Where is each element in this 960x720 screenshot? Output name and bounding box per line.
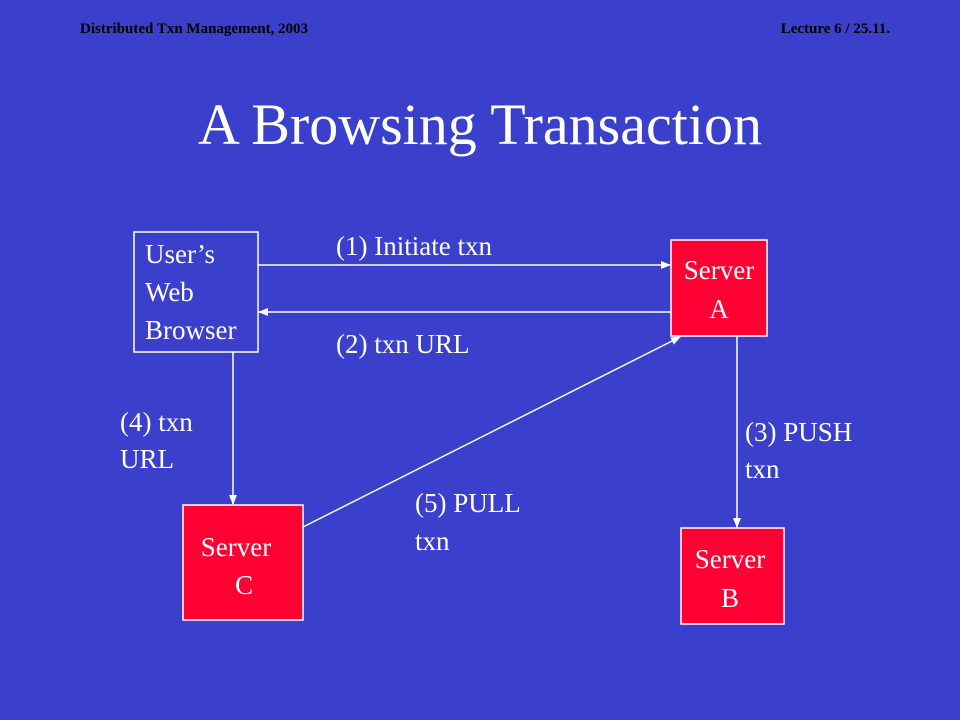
edge-push-label-2: txn [745,454,780,484]
edge-pull-label-1: (5) PULL [415,488,521,518]
node-server-a-line-1: Server [684,255,754,285]
node-server-c: Server C [182,504,304,621]
node-browser-line-1: User’s [145,239,215,269]
node-server-b: Server B [680,527,785,625]
node-browser-box [133,231,259,353]
node-browser-line-2: Web [145,277,194,307]
edge-initiate-label: (1) Initiate txn [336,231,492,261]
edge-txn-url-back-label: (2) txn URL [336,329,469,359]
node-browser-line-3: Browser [145,315,236,345]
node-server-a: Server A [670,239,768,337]
header-course: Distributed Txn Management, 2003 [80,21,309,37]
node-server-c-line-1: Server [201,532,271,562]
edge-pull-label-2: txn [415,526,450,556]
node-server-a-box [670,239,768,337]
node-server-b-line-2: B [721,583,739,613]
node-server-b-line-1: Server [695,544,765,574]
edge-txn-url-fwd-label-1: (4) txn [120,407,193,437]
header-lecture: Lecture 6 / 25.11. [780,21,890,37]
edge-txn-url-fwd-label-2: URL [120,444,174,474]
node-browser: User’s Web Browser [133,231,259,353]
edge-push-label-1: (3) PUSH [745,417,852,447]
slide-title: A Browsing Transaction [198,92,762,157]
node-server-c-box [182,504,304,621]
edge-pull-arrow [302,336,681,528]
node-server-a-line-2: A [709,294,729,324]
node-server-b-box [680,527,785,625]
node-server-c-line-2: C [235,570,253,600]
